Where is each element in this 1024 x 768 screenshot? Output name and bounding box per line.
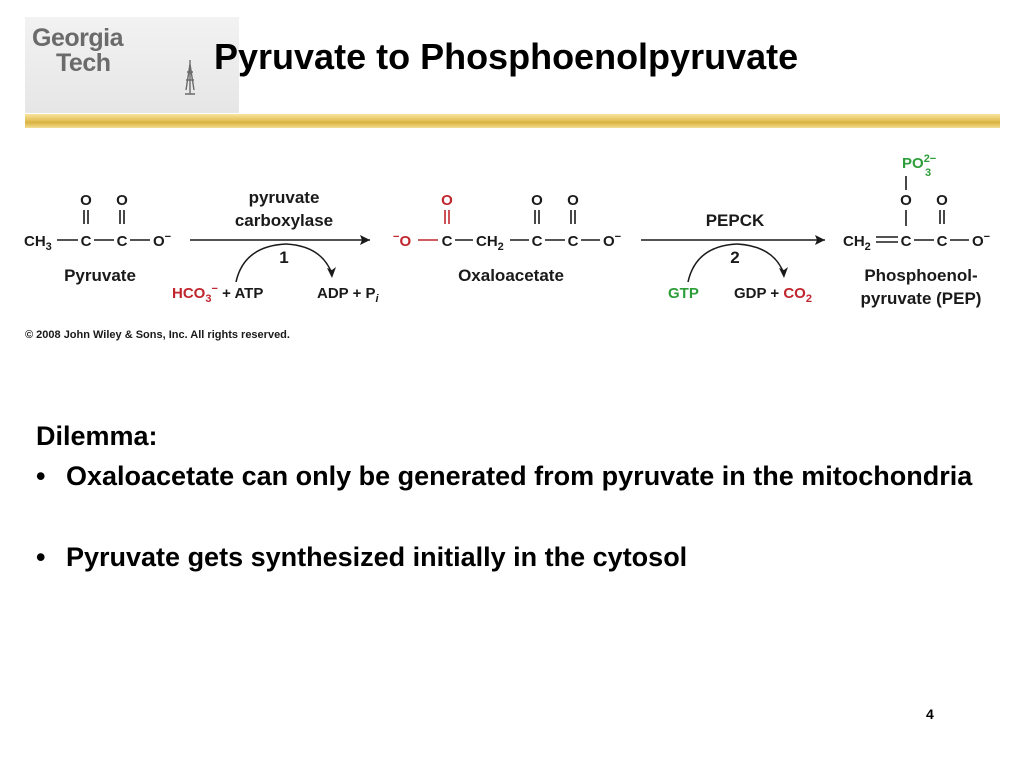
reaction1-input: HCO3− + ATP [172,283,263,305]
svg-text:O: O [80,192,92,209]
bullet-marker: • [36,461,46,491]
bullet-text: Pyruvate gets synthesized initially in t… [66,542,688,572]
co2-label: CO [783,285,806,302]
reaction-diagram: O O CH3 C C O− Pyruvate pyruvate carboxy… [0,140,1024,350]
gtp-label: GTP [668,285,699,302]
logo-background [25,17,239,113]
dilemma-heading: Dilemma: [36,421,158,451]
svg-text:O: O [441,192,453,209]
pyruvate-structure: O O CH3 C C O− [24,192,171,253]
copyright-notice: © 2008 John Wiley & Sons, Inc. All right… [25,329,290,341]
svg-text:O: O [900,192,912,209]
bullet-item: • Pyruvate gets synthesized initially in… [36,537,1006,577]
pep-label-line1: Phosphoenol- [864,266,977,285]
pyruvate-label: Pyruvate [64,266,136,285]
svg-text:CH3: CH3 [24,233,52,253]
reaction-scheme-svg: O O CH3 C C O− Pyruvate pyruvate carboxy… [24,153,990,341]
bicarbonate-label: HCO [172,285,206,302]
atp-label: + ATP [218,285,263,302]
svg-text:CH2: CH2 [476,233,504,253]
svg-text:O: O [116,192,128,209]
svg-text:O−: O− [153,231,171,250]
reaction1-arrow [190,235,370,245]
reaction1-output: ADP + Pi [317,285,380,305]
bullet-text: Oxaloacetate can only be generated from … [66,461,973,491]
bicarbonate-subscript: 3 [205,293,211,305]
oxaloacetate-label: Oxaloacetate [458,266,564,285]
svg-text:3: 3 [925,167,931,179]
bullet-spacer [36,496,1006,537]
bicarbonate-charge: − [211,283,217,295]
pep-label-line2: pyruvate (PEP) [861,289,982,308]
svg-text:C: C [568,233,579,250]
tech-tower-icon [185,60,195,95]
enzyme-pepck: PEPCK [706,211,765,230]
svg-text:C: C [532,233,543,250]
adp-pi-label: ADP + P [317,285,376,302]
pi-subscript: i [376,293,380,305]
title-divider [25,114,1000,128]
svg-text:C: C [901,233,912,250]
enzyme-pyruvate-carboxylase-line2: carboxylase [235,211,333,230]
slide-body: Dilemma: • Oxaloacetate can only be gene… [36,416,1006,577]
svg-text:C: C [117,233,128,250]
svg-text:O: O [567,192,579,209]
co2-subscript: 2 [806,293,812,305]
oxaloacetate-structure: O O O −O C CH2 C C O− [393,192,621,253]
logo-line-georgia: Georgia [32,24,123,52]
svg-text:C: C [937,233,948,250]
georgia-tech-logo: Georgia Tech [32,26,182,76]
pep-structure: PO2− 3 O O CH2 C C O− [843,153,990,253]
reaction2-side-arrows [687,243,788,283]
svg-text:O: O [531,192,543,209]
logo-line-tech: Tech [56,49,111,77]
svg-text:C: C [442,233,453,250]
reaction2-step-number: 2 [730,248,739,267]
reaction1-step-number: 1 [279,248,288,267]
svg-text:−O: −O [393,231,411,250]
svg-text:O: O [936,192,948,209]
bullet-item: • Oxaloacetate can only be generated fro… [36,456,1006,496]
page-number: 4 [926,706,934,722]
svg-text:O−: O− [972,231,990,250]
bullet-marker: • [36,542,46,572]
svg-text:O−: O− [603,231,621,250]
reaction2-arrow [641,235,825,245]
svg-text:C: C [81,233,92,250]
gdp-label: GDP + [734,285,783,302]
svg-text:CH2: CH2 [843,233,871,253]
reaction2-output: GDP + CO2 [734,285,812,305]
enzyme-pyruvate-carboxylase-line1: pyruvate [249,188,320,207]
reaction1-side-arrows [235,243,336,283]
slide-title: Pyruvate to Phosphoenolpyruvate [214,36,799,77]
